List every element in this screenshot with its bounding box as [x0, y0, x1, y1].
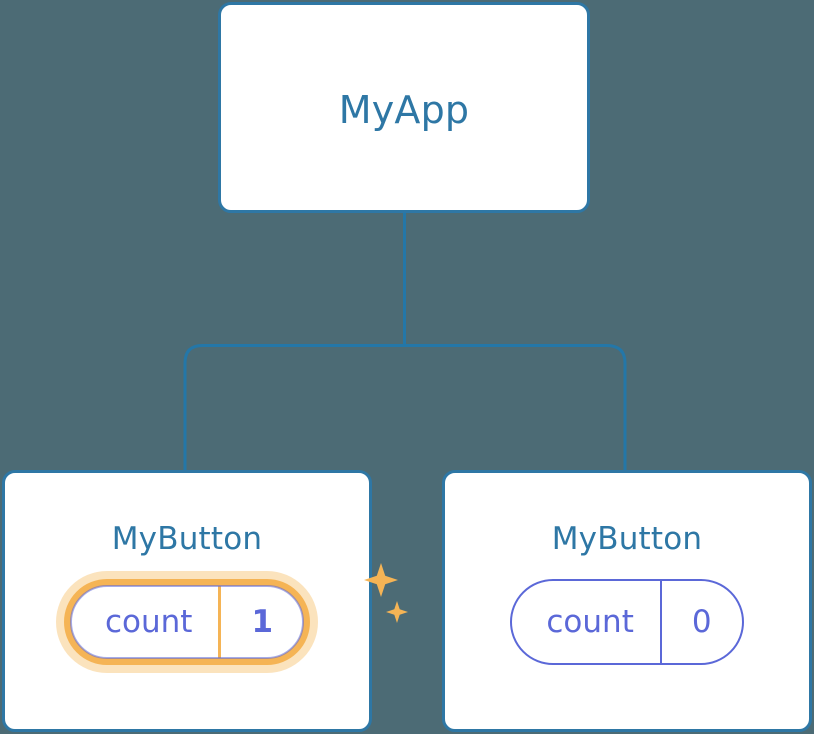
state-pill-count[interactable]: count 0 [510, 579, 744, 665]
state-pill-key: count [104, 604, 193, 640]
node-mybutton-plain[interactable]: MyButton count 0 [442, 470, 812, 732]
node-myapp-label: MyApp [338, 88, 470, 132]
state-pill-wrapper: count 0 [445, 579, 809, 665]
node-mybutton-label: MyButton [551, 521, 703, 557]
node-mybutton-highlighted[interactable]: MyButton count 1 [2, 470, 408, 732]
node-mybutton-label: MyButton [111, 521, 263, 557]
state-pill-value: 0 [659, 581, 742, 663]
state-pill-key: count [546, 604, 634, 640]
state-pill-value: 1 [218, 586, 303, 658]
sparkle-group [364, 563, 408, 623]
sparkle-small-icon [386, 601, 408, 623]
sparkle-large-icon [364, 563, 398, 597]
state-pill-wrapper: count 1 [5, 563, 408, 665]
edge-branch-bus [183, 344, 627, 470]
state-pill-count[interactable]: count 1 [63, 579, 311, 665]
node-myapp[interactable]: MyApp [218, 2, 590, 213]
